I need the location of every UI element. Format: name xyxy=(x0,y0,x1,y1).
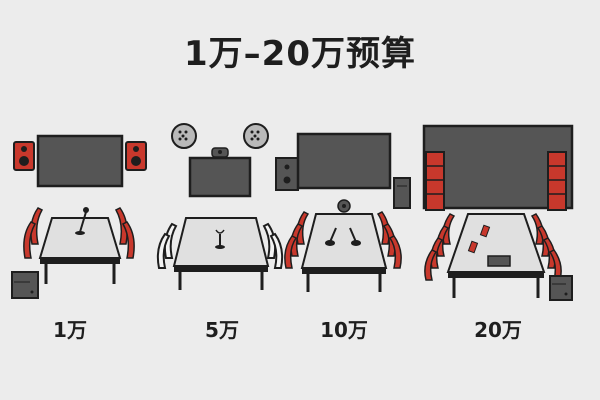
ceiling-speaker-left xyxy=(171,123,197,149)
tv-screen xyxy=(296,132,392,190)
tv-screen xyxy=(36,134,124,188)
tier-4-room xyxy=(422,124,574,301)
table-devices xyxy=(467,224,511,267)
chairs-red xyxy=(284,211,402,269)
tier-1-label: 1万 xyxy=(53,318,87,342)
tower-speaker-right xyxy=(547,151,567,211)
conference-table xyxy=(172,217,270,290)
tier-1-room xyxy=(11,134,147,299)
soundbar-speaker xyxy=(275,157,299,191)
page-title: 1万–20万预算 xyxy=(184,34,416,74)
tier-3-label: 10万 xyxy=(320,318,368,342)
chairs-red xyxy=(424,213,562,281)
conference-table xyxy=(38,217,122,284)
tier-4-label: 20万 xyxy=(474,318,522,342)
chairs-red xyxy=(23,207,135,259)
microphone-icon xyxy=(75,207,89,235)
host-box xyxy=(393,177,411,209)
tv-screen xyxy=(188,156,252,198)
chairs-black xyxy=(156,222,284,269)
tier-2-label: 5万 xyxy=(205,318,239,342)
left-speaker xyxy=(13,141,35,171)
microphone-icon xyxy=(215,229,225,249)
tower-speaker-left xyxy=(425,151,445,211)
right-speaker xyxy=(125,141,147,171)
host-box xyxy=(11,271,39,299)
camera-icon xyxy=(337,199,351,213)
conference-table xyxy=(446,213,546,298)
tier-2-room xyxy=(156,123,284,290)
ceiling-speaker-right xyxy=(243,123,269,149)
tier-3-room xyxy=(275,132,411,292)
microphone-icons xyxy=(325,227,361,246)
camera-icon xyxy=(211,147,229,158)
host-box xyxy=(549,275,573,301)
conference-table xyxy=(300,213,388,292)
